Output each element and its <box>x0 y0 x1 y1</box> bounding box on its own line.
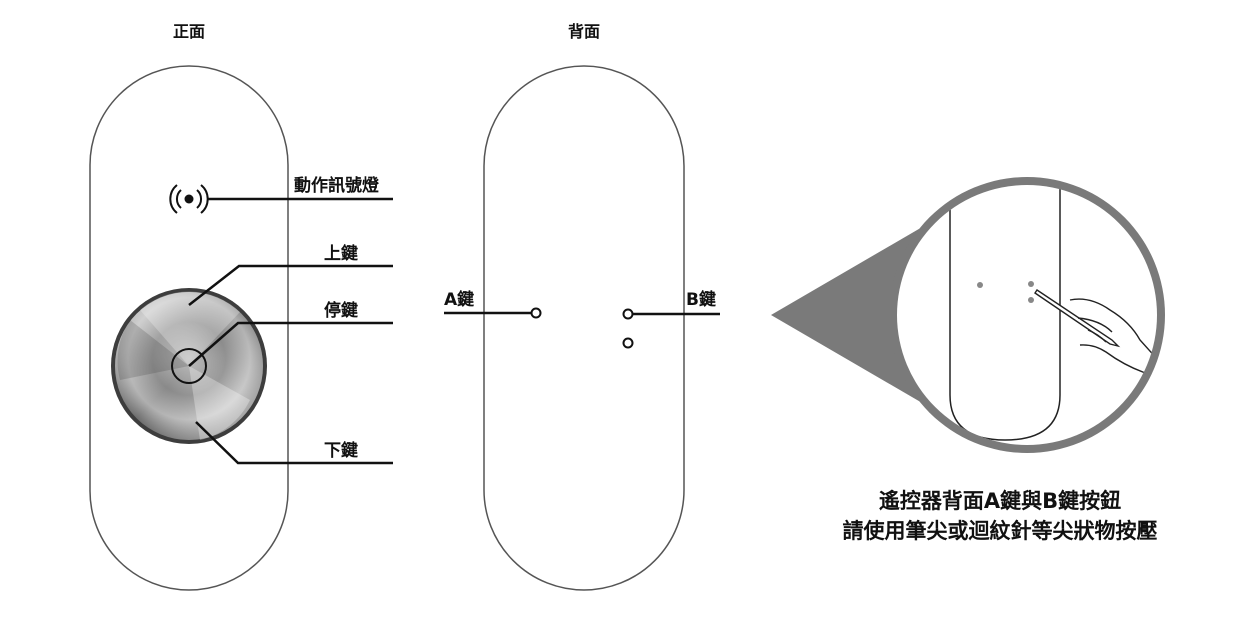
down-key-label: 下鍵 <box>324 441 358 461</box>
a-key-label: A鍵 <box>444 290 475 310</box>
down-key-leader <box>195 421 393 465</box>
motion-led-icon <box>169 184 209 214</box>
caption-line-1: 遙控器背面A鍵與B鍵按鈕 <box>878 489 1122 513</box>
caption-line-2: 請使用筆尖或迴紋針等尖狀物按壓 <box>842 519 1158 543</box>
up-key-label: 上鍵 <box>324 244 358 264</box>
pen-icon <box>1034 289 1121 348</box>
zoom-detail <box>949 185 1157 441</box>
stop-key-leader <box>188 321 393 367</box>
back-remote-body <box>483 65 685 591</box>
up-key-leader <box>188 264 393 306</box>
b-key-hole[interactable] <box>622 308 634 320</box>
front-title: 正面 <box>172 22 206 41</box>
extra-hole <box>622 337 634 349</box>
back-title: 背面 <box>567 22 601 41</box>
stop-key-label: 停鍵 <box>324 301 358 321</box>
b-key-label: B鍵 <box>686 290 716 310</box>
hand-icon <box>1069 298 1157 381</box>
a-key-hole[interactable] <box>530 307 542 319</box>
motion-led-label: 動作訊號燈 <box>294 176 379 196</box>
caption: 遙控器背面A鍵與B鍵按鈕 請使用筆尖或迴紋針等尖狀物按壓 <box>800 486 1200 546</box>
